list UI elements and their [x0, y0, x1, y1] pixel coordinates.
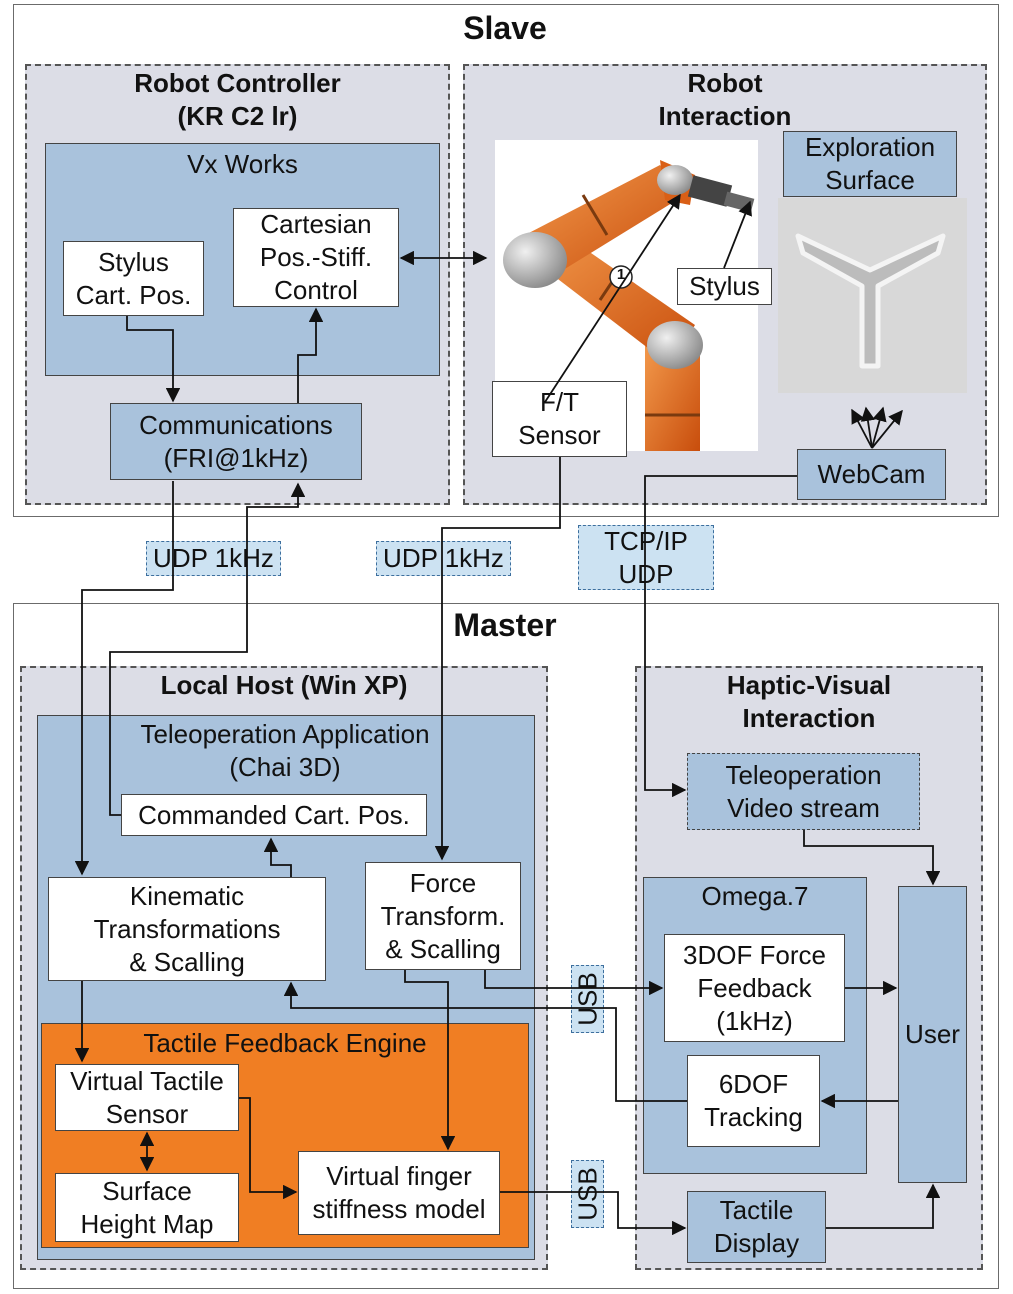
commanded-cart-pos-box: Commanded Cart. Pos.	[121, 794, 427, 836]
omega-title: Omega.7	[701, 881, 809, 911]
tactile-engine-title: Tactile Feedback Engine	[143, 1028, 427, 1058]
force-feedback-box: 3DOF Force Feedback (1kHz)	[664, 934, 845, 1042]
conn-stylus-label-to-tool	[723, 200, 752, 269]
udp-tag-left: UDP 1kHz	[146, 541, 281, 576]
webcam-box: WebCam	[797, 449, 946, 500]
haptic-visual-title: Haptic-Visual Interaction	[726, 670, 892, 733]
udp-tag-middle: UDP 1kHz	[376, 541, 511, 576]
tcp-udp-tag: TCP/IP UDP	[578, 525, 714, 590]
exploration-surface-image	[778, 198, 967, 393]
conn-comms-to-kinematic	[74, 481, 174, 876]
usb-tag-bottom: USB	[571, 1160, 604, 1228]
stylus-cart-pos-box: Stylus Cart. Pos.	[63, 241, 204, 316]
conn-video-to-user	[803, 830, 941, 886]
robot-marker-label: 1	[616, 266, 626, 283]
conn-vts-to-finger	[239, 1097, 298, 1200]
master-title: Master	[453, 607, 557, 643]
ft-sensor-box: F/T Sensor	[492, 381, 627, 457]
kinematic-box: Kinematic Transformations & Scalling	[48, 877, 326, 981]
conn-stylus-to-comms	[126, 316, 181, 403]
conn-tracking-to-kinematic	[283, 981, 687, 1102]
user-box: User	[898, 886, 967, 1183]
virtual-finger-box: Virtual finger stiffness model	[298, 1151, 500, 1235]
video-stream-box: Teleoperation Video stream	[687, 753, 920, 830]
local-host-title: Local Host (Win XP)	[160, 670, 408, 700]
cartesian-control-box: Cartesian Pos.-Stiff. Control	[233, 208, 399, 307]
webcam-ray-4	[871, 409, 903, 449]
exploration-surface-label: Exploration Surface	[783, 131, 957, 197]
robot-controller-title: Robot Controller (KR C2 lr)	[134, 68, 341, 131]
conn-comms-to-cartesian	[297, 307, 324, 403]
conn-ft-to-link	[544, 193, 681, 403]
webcam-ray-3	[871, 406, 887, 449]
conn-webcam-to-video	[644, 475, 797, 798]
conn-force-to-feedback	[484, 970, 664, 996]
conn-kinematic-to-commanded	[263, 837, 292, 877]
communications-box: Communications (FRI@1kHz)	[110, 403, 362, 480]
tracking-box: 6DOF Tracking	[687, 1055, 820, 1147]
conn-finger-to-display	[500, 1191, 687, 1236]
webcam-ray-2	[860, 406, 876, 449]
tactile-display-box: Tactile Display	[687, 1191, 826, 1263]
robot-interaction-title: Robot Interaction	[658, 68, 792, 131]
slave-title: Slave	[463, 10, 547, 46]
force-transform-box: Force Transform. & Scalling	[365, 862, 521, 970]
conn-ft-to-force	[434, 457, 561, 861]
surface-height-map-box: Surface Height Map	[55, 1173, 239, 1242]
stylus-label: Stylus	[677, 268, 772, 305]
conn-display-to-user	[826, 1183, 941, 1229]
vxworks-title: Vx Works	[187, 149, 298, 179]
teleop-app-title: Teleoperation Application (Chai 3D)	[140, 719, 430, 782]
conn-commanded-to-comms	[109, 482, 306, 816]
usb-tag-top: USB	[571, 965, 604, 1033]
conn-force-to-finger	[404, 970, 456, 1151]
webcam-ray-1	[851, 408, 873, 449]
virtual-tactile-sensor-box: Virtual Tactile Sensor	[55, 1064, 239, 1131]
